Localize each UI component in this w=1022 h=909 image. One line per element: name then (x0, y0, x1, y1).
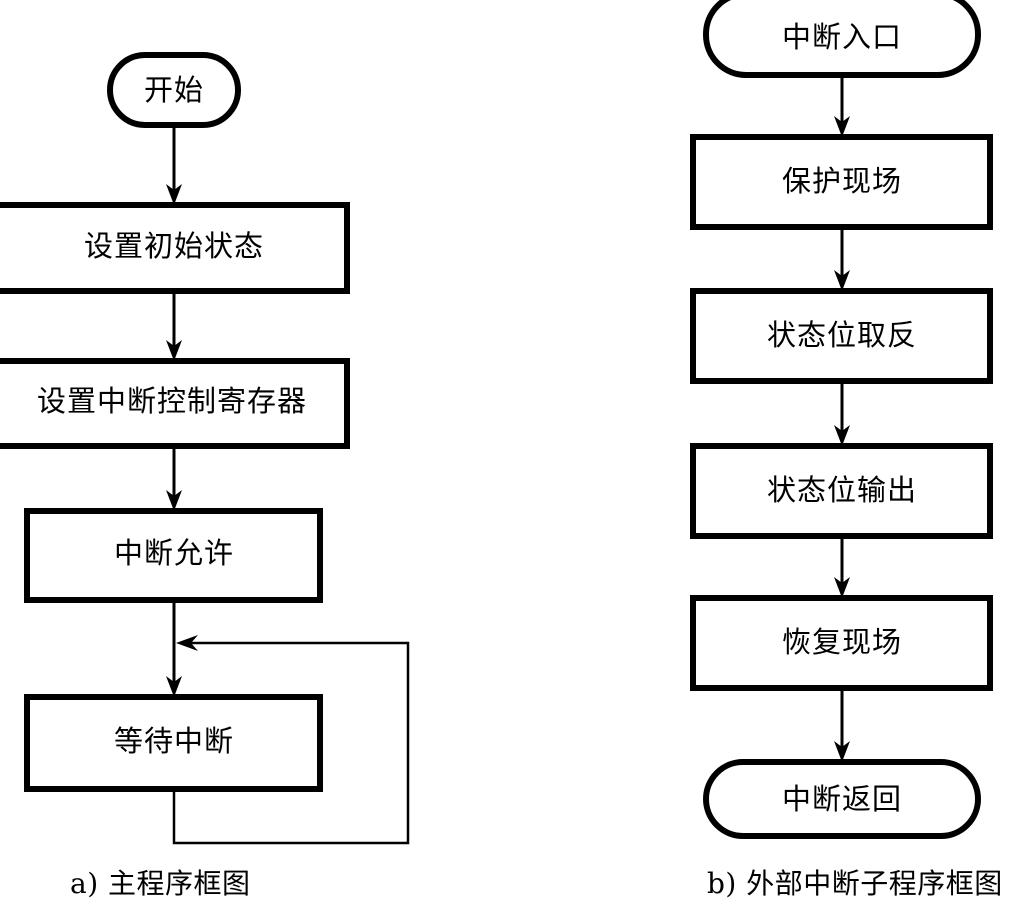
node-output-status-bit-shape (690, 443, 993, 539)
caption-panel-a: a) 主程序框图 (70, 867, 251, 900)
node-save-context[interactable]: 保护现场 (690, 134, 993, 230)
edge-loop-path (172, 641, 410, 845)
node-interrupt-enable[interactable]: 中断允许 (24, 508, 323, 603)
arrow-head-icon (166, 340, 182, 361)
node-output-status-bit[interactable]: 状态位输出 (690, 443, 993, 539)
edge-start-to-set-initial-state (166, 125, 182, 205)
arrow-head-icon (166, 490, 182, 511)
arrow-head-icon (834, 577, 850, 598)
edge-interrupt-entry-to-save-context (834, 75, 850, 137)
arrow-head-icon (834, 741, 850, 762)
node-save-context-shape (690, 134, 993, 230)
edge-restore-context-to-interrupt-return (834, 688, 850, 762)
edge-save-context-to-invert-status-bit (834, 227, 850, 291)
node-interrupt-return-label: 中断返回 (782, 782, 902, 816)
node-interrupt-enable-label: 中断允许 (114, 536, 234, 570)
node-set-initial-state-shape (0, 202, 350, 294)
node-set-initial-state[interactable]: 设置初始状态 (0, 202, 350, 294)
arrow-head-icon (176, 635, 198, 651)
node-invert-status-bit[interactable]: 状态位取反 (690, 288, 993, 384)
node-wait-interrupt[interactable]: 等待中断 (24, 694, 323, 792)
arrow-head-icon (166, 184, 182, 205)
node-save-context-label: 保护现场 (782, 164, 902, 198)
node-restore-context-label: 恢复现场 (782, 625, 902, 659)
arrow-head-icon (166, 676, 182, 697)
node-wait-interrupt-label: 等待中断 (114, 724, 234, 758)
arrow-head-icon (834, 270, 850, 291)
node-interrupt-entry[interactable]: 中断入口 (703, 0, 981, 78)
caption-panel-b: b) 外部中断子程序框图 (707, 867, 1003, 900)
node-set-interrupt-control-register[interactable]: 设置中断控制寄存器 (0, 358, 350, 449)
edge-set-int-ctrl-reg-to-interrupt-enable (166, 446, 182, 511)
edge-loop-back-to-wait-interrupt (172, 635, 410, 845)
edge-invert-status-bit-to-output-status-bit (834, 381, 850, 446)
node-wait-interrupt-shape (24, 694, 323, 792)
node-start-label: 开始 (144, 73, 204, 107)
panel-b-interrupt-subroutine: 中断入口 保护现场 状态位取反 (690, 0, 1003, 900)
edge-output-status-bit-to-restore-context (834, 536, 850, 598)
arrow-head-icon (834, 425, 850, 446)
node-restore-context[interactable]: 恢复现场 (690, 595, 993, 691)
node-interrupt-entry-label: 中断入口 (782, 20, 902, 54)
edge-set-initial-state-to-set-int-ctrl-reg (166, 291, 182, 361)
node-set-interrupt-control-register-shape (0, 358, 350, 449)
node-invert-status-bit-label: 状态位取反 (767, 318, 917, 352)
edge-interrupt-enable-to-wait-interrupt (166, 600, 182, 697)
arrow-head-icon (834, 116, 850, 137)
node-output-status-bit-label: 状态位输出 (767, 473, 917, 507)
node-start[interactable]: 开始 (107, 52, 241, 128)
panel-a-main-program: 开始 设置初始状态 设置中断控制寄存器 (0, 52, 410, 900)
node-set-initial-state-label: 设置初始状态 (84, 229, 264, 263)
node-interrupt-return[interactable]: 中断返回 (703, 759, 981, 839)
node-interrupt-return-shape (703, 759, 981, 839)
node-set-interrupt-control-register-label: 设置中断控制寄存器 (37, 384, 307, 418)
